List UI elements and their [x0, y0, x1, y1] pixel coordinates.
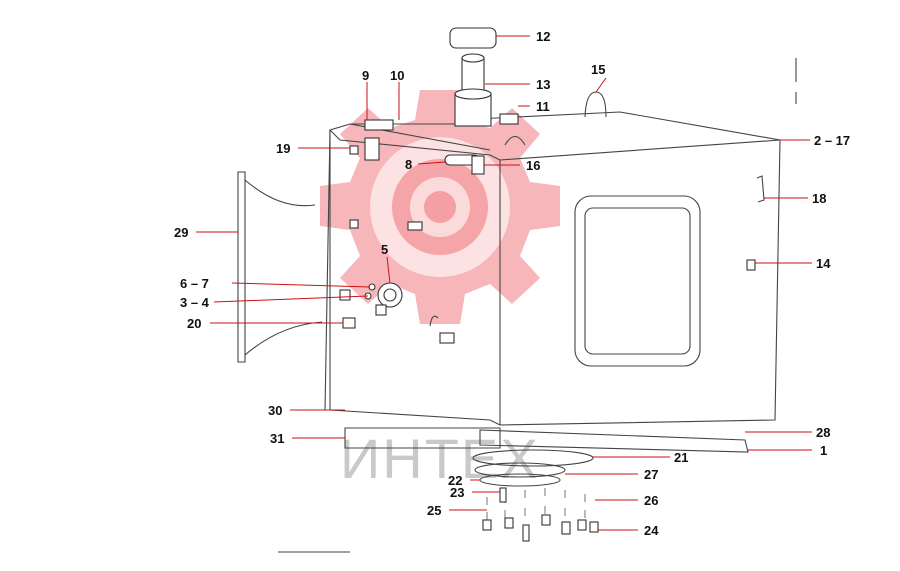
callout-1: 1	[820, 443, 827, 458]
callout-13: 13	[536, 77, 550, 92]
callout-29: 29	[174, 225, 188, 240]
callout-31: 31	[270, 431, 284, 446]
callout-26: 26	[644, 493, 658, 508]
watermark-text: ИНТЕХ	[340, 427, 540, 490]
callout-10: 10	[390, 68, 404, 83]
callout-8: 8	[405, 157, 412, 172]
callout-30: 30	[268, 403, 282, 418]
callout-25: 25	[427, 503, 441, 518]
callout-21: 21	[674, 450, 688, 465]
callout-24: 24	[644, 523, 659, 538]
filler-cap	[449, 27, 497, 49]
small-fittings	[339, 113, 765, 344]
filler-neck	[454, 53, 492, 127]
callout-5: 5	[381, 242, 388, 257]
level-sender	[364, 282, 403, 316]
callout-18: 18	[812, 191, 826, 206]
callout-14: 14	[816, 256, 831, 271]
mounting-bracket	[237, 171, 323, 363]
bottom-plate	[344, 427, 749, 487]
callout-27: 27	[644, 467, 658, 482]
callout-16: 16	[526, 158, 540, 173]
callout-6-7: 6 – 7	[180, 276, 209, 291]
callout-28: 28	[816, 425, 830, 440]
callout-23: 23	[450, 485, 464, 500]
callout-19: 19	[276, 141, 290, 156]
leader-lines	[196, 35, 812, 531]
callout-3-4: 3 – 4	[180, 295, 210, 310]
callout-22: 22	[448, 473, 462, 488]
callout-labels: 12 13 15 9 10 11 2 – 17 19 8 16 18 29 5 …	[174, 29, 850, 538]
callout-9: 9	[362, 68, 369, 83]
callout-15: 15	[591, 62, 605, 77]
callout-2-17: 2 – 17	[814, 133, 850, 148]
callout-20: 20	[187, 316, 201, 331]
callout-11: 11	[536, 99, 550, 114]
bolts	[482, 487, 599, 542]
callout-12: 12	[536, 29, 550, 44]
